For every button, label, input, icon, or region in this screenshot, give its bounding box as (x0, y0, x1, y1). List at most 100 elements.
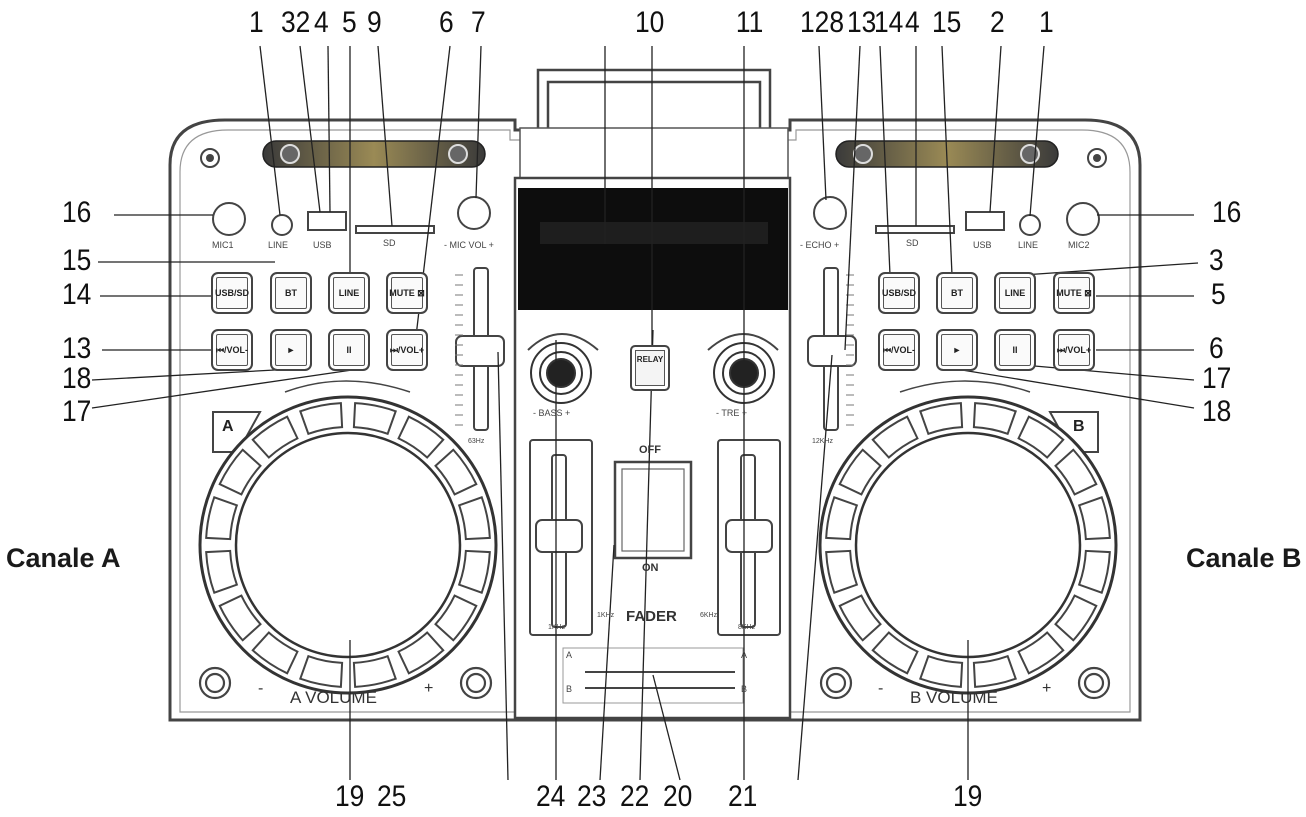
crossfader-a-left: A (566, 650, 573, 660)
sd-slot-b (875, 225, 955, 234)
callout-number: 4 (314, 6, 329, 39)
callout-number: 2 (990, 6, 1005, 39)
deck-b-line-button[interactable]: LINE (994, 272, 1036, 314)
mic-vol-label: - MIC VOL + (444, 240, 494, 250)
jog-segment (352, 654, 397, 688)
eq-right-label: 8KHz (738, 624, 756, 631)
deck-a-next-vol-button[interactable]: ⏭/VOL+ (386, 329, 428, 371)
line-jack-b (1019, 214, 1041, 236)
volume-label-b: B VOLUME (910, 688, 998, 707)
leader-line (989, 45, 1002, 213)
jog-badge-b: B (1073, 418, 1085, 435)
sd-label-b: SD (906, 238, 919, 248)
eq-right-mid-label: 6KHz (700, 612, 718, 619)
deck-b-pause-button[interactable]: II (994, 329, 1036, 371)
jog-segment (825, 549, 859, 594)
leader-line (259, 45, 281, 216)
volume-plus-a: + (424, 680, 434, 697)
jog-segment (251, 415, 299, 459)
deck-b-usb-sd-button[interactable]: USB/SD (878, 272, 920, 314)
leader-line (1022, 262, 1199, 276)
deck-b-bt-button[interactable]: BT (936, 272, 978, 314)
leader-line (797, 354, 833, 781)
callout-number: 17 (1202, 362, 1232, 395)
jog-segment (1077, 549, 1111, 594)
jog-segment (299, 654, 344, 688)
leader-line (961, 369, 1195, 409)
mic-vol-knob (457, 196, 491, 230)
volume-plus-b: + (1042, 680, 1052, 697)
leader-line (475, 45, 482, 199)
switch-off-label: OFF (639, 444, 661, 456)
screw-bottom (198, 666, 1111, 700)
deck-a-usb-sd-button[interactable]: USB/SD (211, 272, 253, 314)
eq-slider-left (529, 439, 593, 636)
deck-b-prev-vol-button[interactable]: ⏮/VOL- (878, 329, 920, 371)
callout-number: 19 (335, 780, 365, 813)
jog-segment (972, 654, 1017, 688)
callout-number: 16 (62, 196, 92, 229)
usb-label-a: USB (313, 240, 332, 250)
jog-segment (299, 402, 344, 436)
jog-segment (1054, 448, 1098, 496)
leader-line (818, 45, 827, 201)
switch-on-label: ON (642, 562, 659, 574)
callout-number: 6 (439, 6, 454, 39)
line-label-a: LINE (268, 240, 289, 250)
deck-a-line-button[interactable]: LINE (328, 272, 370, 314)
deck-b-play-button[interactable]: ► (936, 329, 978, 371)
side-slider-a (455, 267, 505, 431)
brand-bar-left-cap (280, 144, 300, 164)
jog-arc-b (899, 380, 1031, 393)
screw-top-right (1093, 154, 1101, 162)
callout-number: 10 (635, 6, 665, 39)
deck-b-mute-button[interactable]: MUTE ⊠ (1053, 272, 1095, 314)
leader-line (941, 45, 953, 276)
deck-a-prev-vol-button[interactable]: ⏮/VOL- (211, 329, 253, 371)
callout-number: 22 (620, 780, 650, 813)
bass-label: - BASS + (533, 408, 571, 418)
treble-label: - TRE + (716, 408, 748, 418)
brand-bar-right-cap (853, 144, 873, 164)
callout-number: 1 (249, 6, 264, 39)
callout-number: 4 (905, 6, 920, 39)
deck-a-bt-button[interactable]: BT (270, 272, 312, 314)
deck-b-next-vol-button[interactable]: ⏭/VOL+ (1053, 329, 1095, 371)
deck-a-play-button[interactable]: ► (270, 329, 312, 371)
callout-number: 9 (367, 6, 382, 39)
handle-plate (519, 127, 789, 179)
callout-number: 20 (663, 780, 693, 813)
jog-wheel-b[interactable] (818, 395, 1118, 695)
jog-segment (251, 631, 299, 675)
leader-line (327, 45, 331, 213)
jog-segment (218, 448, 262, 496)
callout-number: 128 (800, 6, 845, 39)
leader-line (599, 544, 615, 781)
sd-label-a: SD (383, 238, 396, 248)
leader-line (652, 674, 681, 781)
callout-number: 13 (62, 332, 92, 365)
usb-port-a (307, 211, 347, 231)
slider-label-a: 63Hz (468, 438, 485, 445)
jog-segment (1017, 415, 1065, 459)
deck-a-pause-button[interactable]: II (328, 329, 370, 371)
echo-knob (813, 196, 847, 230)
sd-slot-a (355, 225, 435, 234)
volume-minus-a: - (258, 680, 264, 697)
relay-button[interactable]: RELAY (630, 345, 670, 391)
jog-wheel-a[interactable] (198, 395, 498, 695)
jog-segment (825, 496, 859, 541)
jog-segment (1054, 594, 1098, 642)
jog-segment (919, 654, 964, 688)
jog-segment (218, 594, 262, 642)
callout-number: 14 (62, 278, 92, 311)
jog-segment (919, 402, 964, 436)
jog-segment (205, 496, 239, 541)
deck-a-mute-button[interactable]: MUTE ⊠ (386, 272, 428, 314)
leader-line (91, 369, 276, 381)
line-label-b: LINE (1018, 240, 1039, 250)
callout-number: 21 (728, 780, 758, 813)
slider-label-b: 12KHz (812, 438, 834, 445)
callout-number: 15 (932, 6, 962, 39)
